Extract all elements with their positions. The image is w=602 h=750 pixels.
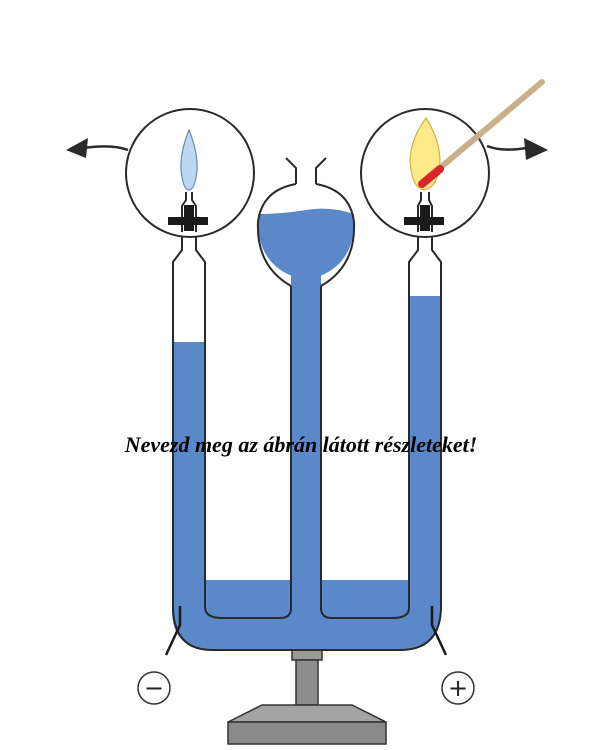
arrow-left-icon — [66, 138, 129, 158]
svg-text:−: − — [144, 674, 164, 702]
arrow-right-icon — [486, 138, 548, 160]
right-detail-circle — [360, 79, 545, 238]
match-icon — [418, 79, 545, 188]
stopcock-icon — [404, 205, 444, 231]
flame-icon — [180, 128, 198, 191]
instruction-caption: Nevezd meg az ábrán látott részleteket! — [124, 432, 478, 457]
negative-electrode-label: − — [137, 671, 171, 705]
glass-outline — [172, 157, 442, 651]
positive-electrode-label: + — [441, 671, 475, 705]
electrodes — [164, 606, 448, 656]
apparatus-stand — [227, 649, 387, 745]
water — [172, 208, 441, 650]
svg-text:+: + — [448, 674, 468, 702]
stopcock-icon — [168, 205, 208, 231]
left-detail-circle — [125, 108, 255, 238]
